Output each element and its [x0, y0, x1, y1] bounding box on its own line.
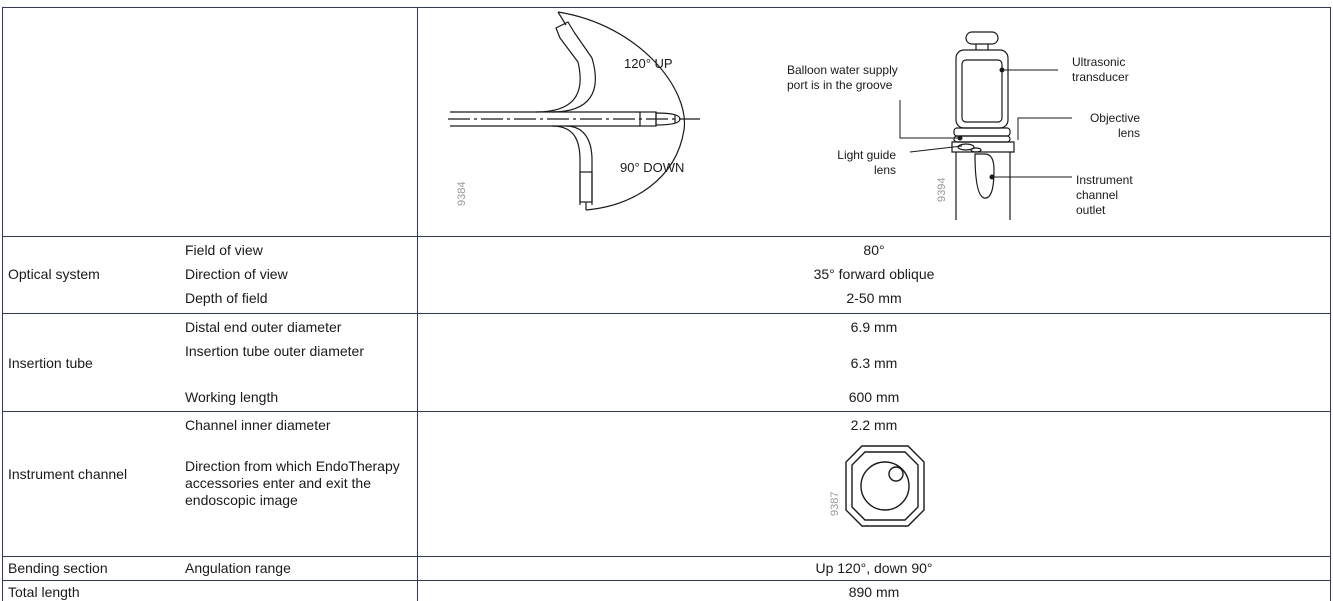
spec-item-endotherapy-direction: Direction from which EndoTherapy accesso… [185, 458, 400, 508]
callout-light-guide-lens: Light guide lens [837, 148, 896, 177]
row-divider [2, 580, 1331, 581]
spec-value-distal-end-outer-diameter: 6.9 mm [850, 319, 898, 335]
table-border-top [2, 7, 1331, 8]
row-divider [2, 236, 1331, 237]
group-insertion-tube: Insertion tube [8, 355, 93, 371]
spec-value-insertion-tube-outer-diameter: 6.3 mm [850, 355, 898, 371]
spec-value-total-length: 890 mm [848, 584, 900, 600]
distal-end-figure [899, 31, 1072, 220]
spec-item-channel-inner-diameter: Channel inner diameter [185, 417, 331, 433]
group-total-length: Total length [8, 584, 80, 600]
table-border-right [1330, 7, 1331, 601]
row-divider [2, 313, 1331, 314]
spec-item-field-of-view: Field of view [185, 242, 263, 258]
group-bending-section: Bending section [8, 560, 108, 576]
spec-item-depth-of-field: Depth of field [185, 290, 268, 306]
spec-item-working-length: Working length [185, 389, 279, 405]
row-divider [2, 411, 1331, 412]
spec-item-distal-end-outer-diameter: Distal end outer diameter [185, 319, 342, 335]
spec-item-insertion-tube-outer-diameter: Insertion tube outer diameter [185, 343, 364, 359]
row-divider [2, 556, 1331, 557]
channel-direction-figure [845, 445, 925, 527]
value-column-divider [417, 7, 418, 601]
spec-value-direction-of-view: 35° forward oblique [813, 266, 935, 282]
angle-down-label: 90° DOWN [620, 160, 685, 175]
spec-value-working-length: 600 mm [848, 389, 900, 405]
callout-ultrasonic-transducer: Ultrasonic transducer [1072, 55, 1129, 84]
spec-value-angulation-range: Up 120°, down 90° [815, 560, 933, 576]
spec-item-direction-of-view: Direction of view [185, 266, 288, 282]
angulation-figure [448, 11, 700, 211]
spec-value-field-of-view: 80° [863, 242, 885, 258]
figure-code-9387: 9387 [829, 491, 841, 516]
group-optical-system: Optical system [8, 266, 100, 282]
table-border-left [2, 7, 3, 601]
spec-item-angulation-range: Angulation range [185, 560, 291, 576]
callout-balloon-port: Balloon water supply port is in the groo… [787, 63, 898, 92]
spec-value-channel-inner-diameter: 2.2 mm [850, 417, 898, 433]
figure-code-9394: 9394 [936, 177, 948, 202]
group-instrument-channel: Instrument channel [8, 466, 128, 482]
callout-objective-lens: Objective lens [1089, 111, 1140, 140]
spec-value-depth-of-field: 2-50 mm [846, 290, 902, 306]
angle-up-label: 120° UP [624, 56, 673, 71]
callout-instrument-channel-outlet: Instrument channel outlet [1076, 173, 1133, 217]
